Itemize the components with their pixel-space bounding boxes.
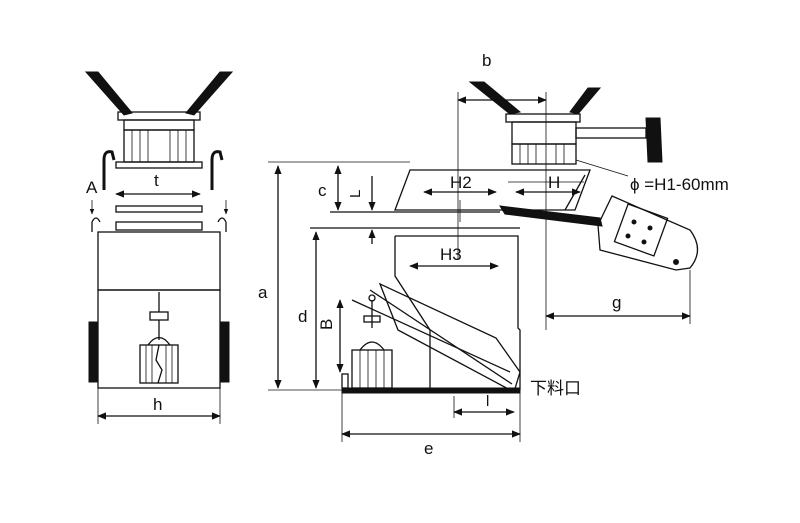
right-side-bar [219, 321, 230, 383]
label-b: b [482, 51, 491, 70]
upper-plate [394, 169, 591, 211]
label-c: c [318, 181, 327, 200]
control-panel [613, 203, 669, 257]
cw-ring [368, 294, 376, 302]
control-arm [499, 205, 603, 227]
label-A: A [86, 178, 98, 197]
right-chute-right [569, 87, 602, 115]
label-H2: H2 [450, 173, 472, 192]
label-H: H [548, 173, 560, 192]
label-e: e [424, 439, 433, 458]
valve-body-top [123, 119, 195, 131]
cw-block [351, 349, 393, 389]
label-H3: H3 [440, 245, 462, 264]
label-h: h [153, 395, 162, 414]
base-plate [341, 387, 521, 394]
side-valve-lower [511, 143, 577, 165]
cw-nut [363, 315, 381, 323]
label-l: l [486, 393, 489, 410]
left-chute-left [84, 71, 133, 116]
upper-brace [564, 174, 586, 211]
label-g: g [612, 293, 621, 312]
chain [155, 344, 163, 384]
label-outlet: 下料口 [530, 379, 581, 398]
flap-line-1 [369, 289, 513, 385]
rod-nut [149, 311, 169, 321]
label-phi: ϕ =H1-60mm [630, 175, 729, 194]
base-stop [341, 373, 349, 389]
left-hook [102, 150, 116, 190]
side-valve-body [511, 121, 577, 145]
left-side-bar [88, 321, 99, 383]
flap-line-2 [351, 299, 511, 373]
right-hook [210, 150, 224, 190]
left-lifting-lug [91, 217, 101, 232]
lower-flange [115, 161, 203, 169]
flap-body [378, 282, 521, 393]
side-valve-ribs [519, 144, 565, 164]
panel-dots [625, 219, 679, 265]
handle-knob [645, 117, 663, 163]
front-view: A t h [84, 71, 234, 424]
cap [147, 336, 171, 346]
label-d: d [298, 307, 307, 326]
label-B: B [317, 319, 336, 330]
gap-plate [115, 205, 203, 213]
control-box [597, 195, 699, 271]
side-view: a d B c L b H2 H H3 g e l ϕ =H1-60mm 下料口 [258, 51, 729, 458]
lower-block [115, 221, 203, 231]
label-a: a [258, 283, 268, 302]
side-upper-flange [505, 113, 581, 123]
lower-housing [394, 235, 521, 390]
left-chute-right [185, 71, 234, 116]
weight-ribs [145, 345, 173, 383]
cw-ribs [359, 350, 385, 388]
cw-cap [359, 341, 385, 351]
main-box-top [97, 231, 221, 291]
right-lifting-lug [217, 217, 227, 232]
label-L: L [347, 190, 364, 198]
leader-phi [575, 159, 629, 177]
valve-ribs [131, 130, 187, 162]
right-chute-left [468, 81, 522, 115]
valve-body [123, 129, 195, 163]
label-t: t [154, 171, 159, 190]
handle-shaft [575, 127, 647, 139]
